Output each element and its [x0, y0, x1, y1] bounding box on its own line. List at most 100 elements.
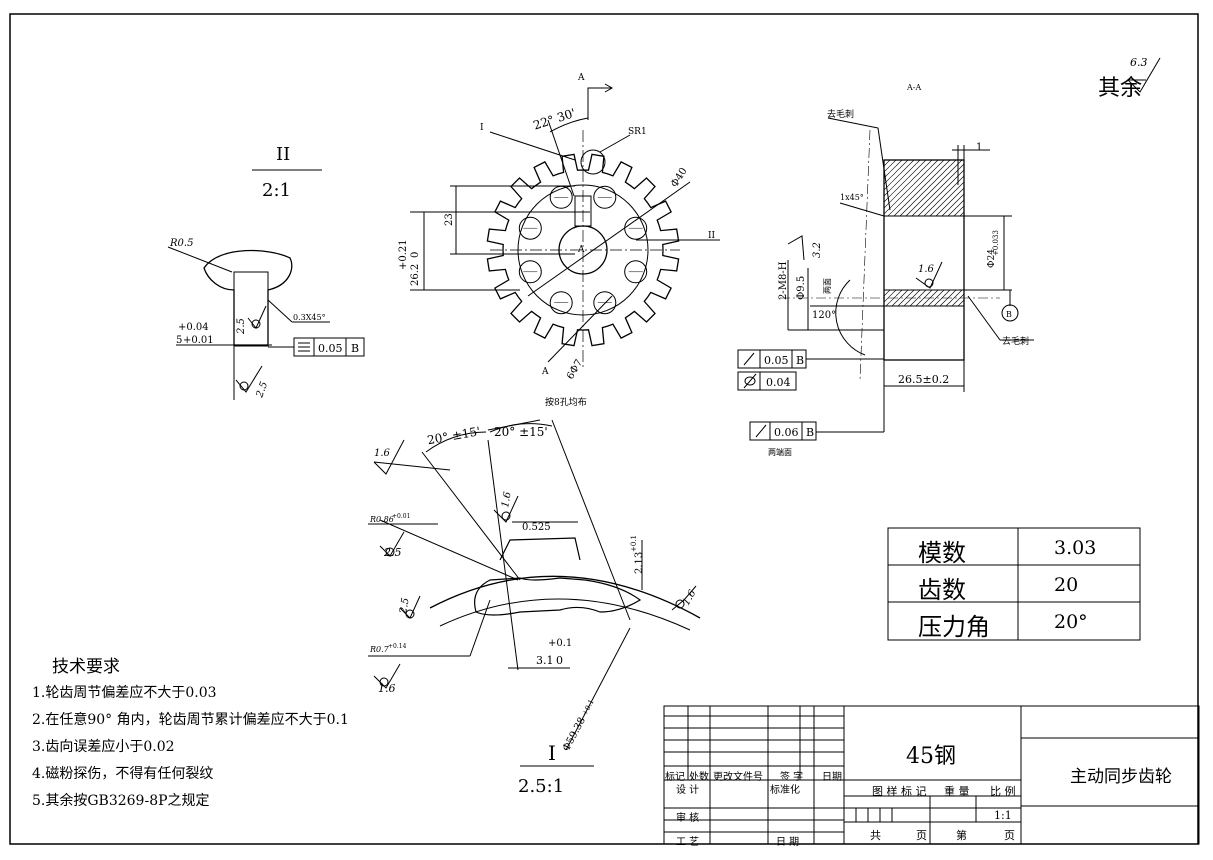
surface-finish-note: 其余 6.3 — [1098, 56, 1161, 101]
gear-teeth-outline — [486, 153, 680, 347]
standardize-label: 标准化 — [770, 785, 800, 796]
col-sign: 签 字 — [780, 772, 804, 783]
tech-req-4: 4.磁粉探伤，不得有任何裂纹 — [32, 766, 214, 782]
hatch-line — [917, 169, 965, 217]
spec-label-pressure-angle: 压力角 — [918, 613, 990, 641]
hatch-line — [883, 159, 927, 203]
phi59-tol: +0.1 — [581, 698, 596, 717]
phi95-label: Ф9.5 — [796, 276, 807, 300]
runout-006-datum: B — [806, 426, 814, 439]
angle-20a-label: 20° ±15' — [426, 424, 481, 447]
datum-b-circle: B — [1006, 310, 1012, 319]
w5-tol-low: +0.01 — [183, 335, 214, 346]
hatch-line — [891, 289, 909, 307]
rough-16-e: 1.6 — [378, 682, 396, 695]
gear-hole — [624, 260, 648, 284]
phi24-label: Ф24 — [987, 249, 997, 268]
hatch-line — [887, 159, 945, 217]
tech-req-5: 5.其余按GB3269-8P之规定 — [32, 793, 210, 809]
r086-label: R0.86 — [369, 515, 394, 524]
tech-req-3: 3.齿向误差应小于0.02 — [32, 739, 175, 755]
rough-16-d: 1.6 — [681, 588, 699, 608]
both-sides-note: 两面 — [823, 278, 832, 294]
spec-value-teeth: 20 — [1054, 574, 1079, 596]
hatch-line — [883, 159, 939, 215]
d31-tol: +0.1 — [548, 638, 572, 649]
col-count: 处数 — [689, 772, 709, 783]
phi7-label: 6Ф7 — [565, 358, 585, 382]
hatch-line — [947, 199, 965, 217]
hatch-line — [883, 159, 903, 179]
hatch-line — [909, 289, 927, 307]
design-label: 设 计 — [676, 785, 700, 796]
runout-006-value: 0.06 — [774, 426, 799, 439]
title-block — [663, 705, 1200, 845]
hatch-line — [883, 159, 921, 197]
runout-005-datum: B — [796, 354, 804, 367]
rough-25-c: 2.5 — [383, 546, 402, 559]
chamfer-1x45-label: 1x45° — [840, 193, 864, 202]
spec-value-pressure-angle: 20° — [1054, 611, 1088, 633]
hatch-line — [893, 159, 951, 217]
section-label: A-A — [906, 83, 921, 92]
hatch-line — [883, 159, 897, 173]
hole-note: 按8孔均布 — [545, 396, 587, 408]
d0525-label: 0.525 — [522, 522, 551, 533]
hatch-line — [899, 159, 957, 217]
tech-req-2: 2.在任意90° 角内，轮齿周节累计偏差应不大于0.1 — [32, 712, 349, 728]
r05-label: R0.5 — [169, 238, 193, 249]
w5-label: 5 — [176, 335, 182, 346]
scale-label: 比 例 — [990, 785, 1016, 798]
d23-label: 23 — [444, 213, 455, 226]
spec-value-module: 3.03 — [1054, 537, 1097, 559]
angle-120-label: 120° — [812, 310, 836, 321]
pattern-mark-label: 图 样 标 记 — [872, 785, 927, 798]
angle-20b-label: 20° ±15' — [494, 425, 548, 439]
rough-16-b: 1.6 — [374, 448, 391, 459]
phi40-label: Ф40 — [669, 166, 689, 190]
phi24-tol: +0.033 — [992, 230, 1000, 256]
sym-tol-value: 0.05 — [318, 342, 343, 355]
gear-front-view: A A A I SR1 22° 30' Ф40 II 23 +0.21 26.2… — [398, 73, 720, 408]
hatch-line — [923, 175, 965, 217]
hatch-line — [945, 289, 963, 307]
col-doc: 更改文件号 — [713, 772, 763, 783]
d26-tol-up: +0.21 — [398, 239, 409, 270]
gear-hole — [549, 291, 573, 315]
gear-hole — [518, 260, 542, 284]
hatch-line — [883, 159, 915, 191]
d26-label: 26.2 — [410, 264, 421, 286]
d31-tol-low: 0 — [556, 654, 563, 667]
view-i-callout: I — [480, 123, 484, 133]
spec-label-module: 模数 — [918, 539, 966, 567]
view-i-label: I — [548, 741, 556, 765]
view-ii-callout: II — [708, 231, 716, 241]
r07-tol: +0.14 — [388, 643, 407, 650]
rough-32-label: 3.2 — [812, 242, 823, 258]
runout-005-value: 0.05 — [764, 354, 789, 367]
sheet-border — [9, 13, 1199, 845]
tech-title: 技术要求 — [52, 657, 120, 677]
view-ii-scale: 2:1 — [262, 180, 291, 201]
material-label: 45钢 — [906, 744, 956, 769]
gear-hole — [593, 185, 617, 209]
view-ii-label: II — [276, 144, 290, 165]
col-mark: 标记 — [665, 772, 685, 783]
d26-tol-low: 0 — [410, 252, 421, 258]
sr1-label: SR1 — [628, 127, 647, 137]
hatch-line — [927, 289, 945, 307]
phi59-label: Ф59.38 — [561, 716, 588, 754]
spec-label-teeth: 齿数 — [918, 576, 966, 604]
gear-holes — [518, 185, 648, 315]
view-ii-detail: II 2:1 R0.5 0.3X45° +0.04 5 +0.01 2.5 2.… — [167, 144, 365, 400]
deburr-note-top: 去毛刺 — [827, 108, 854, 120]
total-sheets-label: 共 — [870, 829, 881, 842]
r07-label: R0.7 — [369, 645, 390, 654]
both-ends-note: 两端面 — [768, 447, 792, 457]
hatch-line — [957, 299, 965, 307]
hatch-line — [935, 187, 965, 217]
rough-25-d: 2.5 — [398, 597, 412, 616]
deburr-note-bottom: 去毛刺 — [1002, 335, 1029, 347]
hatch-line — [953, 205, 965, 217]
